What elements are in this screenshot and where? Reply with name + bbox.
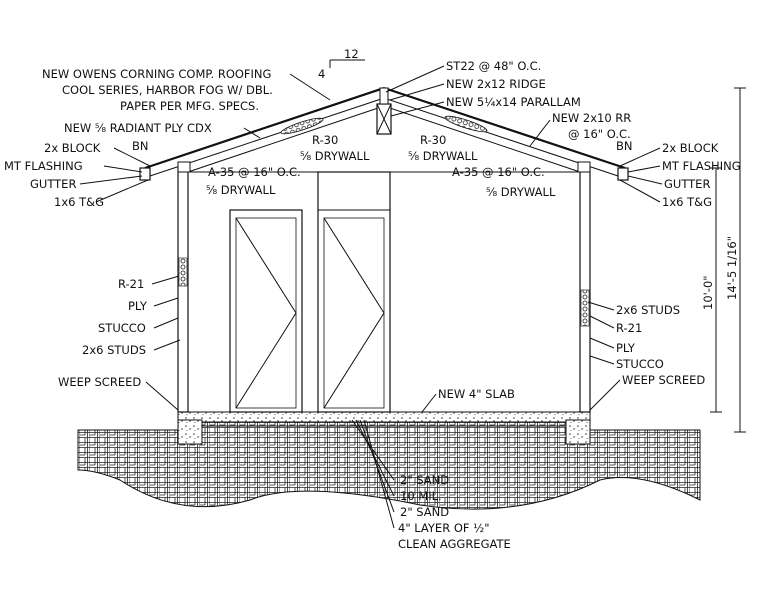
left-gutter-label: GUTTER <box>30 177 76 191</box>
left-wall-insulation <box>178 257 188 287</box>
right-wall-drywall: ⅝ DRYWALL <box>486 185 556 199</box>
roofing-line3: PAPER PER MFG. SPECS. <box>120 99 259 113</box>
radiant-ply-label: NEW ⅝ RADIANT PLY CDX <box>64 121 212 135</box>
footing-left <box>177 419 203 445</box>
wall-height-dim: 10'-0" <box>701 275 715 310</box>
ceiling-drywall-left: ⅝ DRYWALL <box>300 149 370 163</box>
aggregate-line1: 4" LAYER OF ½" <box>398 521 490 535</box>
right-stucco: STUCCO <box>616 357 664 371</box>
left-block: 2x BLOCK <box>44 141 101 155</box>
left-gutter <box>139 167 151 181</box>
roofing-line2: COOL SERIES, HARBOR FOG W/ DBL. <box>62 83 273 97</box>
roofing-line1: NEW OWENS CORNING COMP. ROOFING <box>42 67 271 81</box>
right-wall-insulation <box>580 289 590 327</box>
sand1-label: 2" SAND <box>400 473 449 487</box>
left-r21: R-21 <box>118 277 144 291</box>
ridge-board <box>379 87 389 105</box>
rafters-line2: @ 16" O.C. <box>568 127 631 141</box>
ceiling-drywall-right: ⅝ DRYWALL <box>408 149 478 163</box>
rafters-line1: NEW 2x10 RR <box>552 111 631 125</box>
right-bn: BN <box>616 139 633 153</box>
sand2-label: 2" SAND <box>400 505 449 519</box>
right-ply: PLY <box>616 341 636 355</box>
parallam-label: NEW 5¼x14 PARALLAM <box>446 95 581 109</box>
right-block: 2x BLOCK <box>662 141 719 155</box>
left-ply: PLY <box>128 299 148 313</box>
left-tg: 1x6 T&G <box>54 195 104 209</box>
right-weep: WEEP SCREED <box>622 373 705 387</box>
pitch-run: 12 <box>344 47 359 61</box>
r30-right: R-30 <box>420 133 446 147</box>
right-tg: 1x6 T&G <box>662 195 712 209</box>
left-a35: A-35 @ 16" O.C. <box>208 165 301 179</box>
tie-label: ST22 @ 48" O.C. <box>446 59 541 73</box>
left-wall-drywall: ⅝ DRYWALL <box>206 183 276 197</box>
roof-left <box>144 86 385 170</box>
door-left <box>229 209 303 413</box>
total-height-dim: 14'-5 1/16" <box>725 236 739 300</box>
pitch-rise: 4 <box>318 67 325 81</box>
r30-left: R-30 <box>312 133 338 147</box>
ridge-label: NEW 2x12 RIDGE <box>446 77 546 91</box>
right-flashing: MT FLASHING <box>662 159 741 173</box>
left-stucco: STUCCO <box>98 321 146 335</box>
right-studs: 2x6 STUDS <box>616 303 680 317</box>
slab <box>177 411 591 423</box>
left-flashing: MT FLASHING <box>4 159 83 173</box>
right-gutter <box>617 167 629 181</box>
roof-right <box>383 86 626 170</box>
door-right <box>317 171 391 413</box>
roof-insulation-right <box>444 115 488 133</box>
footing-right <box>565 419 591 445</box>
roof-insulation-left <box>280 117 324 135</box>
ground-hatch <box>77 419 701 510</box>
left-weep: WEEP SCREED <box>58 375 141 389</box>
left-wall <box>177 167 189 413</box>
right-r21: R-21 <box>616 321 642 335</box>
slab-label: NEW 4" SLAB <box>438 387 515 401</box>
right-gutter-label: GUTTER <box>664 177 710 191</box>
mil-label: 10 MIL. <box>400 489 442 503</box>
left-bn: BN <box>132 139 149 153</box>
aggregate-line2: CLEAN AGGREGATE <box>398 537 511 551</box>
left-studs: 2x6 STUDS <box>82 343 146 357</box>
right-a35: A-35 @ 16" O.C. <box>452 165 545 179</box>
